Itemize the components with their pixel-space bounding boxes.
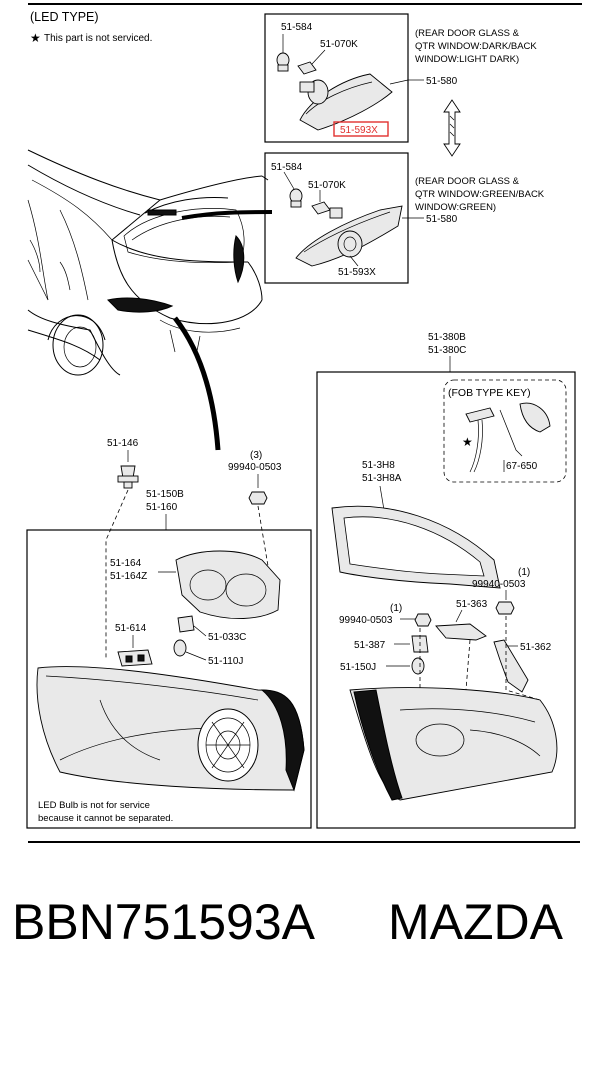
label-99940-0503-right-top: 99940-0503 xyxy=(472,579,526,590)
led-note-line-2: because it cannot be separated. xyxy=(38,813,173,824)
label-51-584-b: 51-584 xyxy=(271,162,303,173)
label-51-363: 51-363 xyxy=(456,599,488,610)
rear-gate-lamp-body xyxy=(349,687,558,801)
nut-qty-right-top: (1) xyxy=(518,567,530,578)
nut-qty-left: (3) xyxy=(250,450,262,461)
clip-icon xyxy=(117,450,139,489)
legend-star-icon: ★ xyxy=(30,31,41,45)
led-lamp-body-a xyxy=(299,73,393,131)
nut-icon-left xyxy=(248,474,268,505)
label-51-146: 51-146 xyxy=(107,438,139,449)
label-51-380b: 51-380B xyxy=(428,332,466,343)
bracket-right-icon xyxy=(493,639,529,693)
nut-icon-right-left xyxy=(400,613,432,627)
socket-icon-left xyxy=(177,615,207,637)
note-green-line-1: (REAR DOOR GLASS & xyxy=(415,176,520,187)
label-51-110j: 51-110J xyxy=(208,656,243,667)
fob-key-box xyxy=(443,379,567,483)
socket-icon-b xyxy=(311,190,331,215)
bulb-icon-a xyxy=(276,34,290,72)
fob-star-icon: ★ xyxy=(462,435,473,449)
leader-to-left-detail xyxy=(173,316,221,451)
label-99940-0503-right-left: 99940-0503 xyxy=(339,615,393,626)
label-51-387: 51-387 xyxy=(354,640,386,651)
label-51-164z: 51-164Z xyxy=(110,571,147,582)
parts-diagram: (LED TYPE) ★ This part is not serviced. xyxy=(26,3,582,843)
label-51-164: 51-164 xyxy=(110,558,142,569)
part-number: BBN751593A xyxy=(12,894,316,950)
led-lamp-detail-box-1 xyxy=(264,13,409,143)
note-green-line-3: WINDOW:GREEN) xyxy=(415,202,496,213)
bracket-icon xyxy=(435,609,487,641)
label-51-070k-a: 51-070K xyxy=(320,39,358,50)
note-dark-line-2: QTR WINDOW:DARK/BACK xyxy=(415,41,537,52)
nut-qty-right-left: (1) xyxy=(390,603,402,614)
socket-icon-right xyxy=(394,635,429,653)
highlighted-lens-box-a xyxy=(333,121,389,137)
label-51-584-a: 51-584 xyxy=(281,22,313,33)
brand-name: MAZDA xyxy=(388,894,563,950)
label-51-580-b: 51-580 xyxy=(426,214,458,225)
lamp-cover-icon xyxy=(175,550,281,619)
label-51-380c: 51-380C xyxy=(428,345,466,356)
label-51-593x-b: 51-593X xyxy=(338,267,376,278)
label-51-033c: 51-033C xyxy=(208,632,246,643)
combination-lamp-body xyxy=(36,666,305,792)
label-51-614: 51-614 xyxy=(115,623,147,634)
led-note-line-1: LED Bulb is not for service xyxy=(38,800,150,811)
label-51-593x-a: 51-593X xyxy=(340,125,378,136)
glass-seal-icon xyxy=(331,505,501,589)
label-67-650: 67-650 xyxy=(506,461,538,472)
fob-switch-icon xyxy=(465,402,551,473)
combination-lamp-box xyxy=(26,529,312,829)
type-title: (LED TYPE) xyxy=(30,10,99,24)
rear-lamp-box xyxy=(316,371,576,829)
label-51-150j: 51-150J xyxy=(340,662,376,673)
label-99940-0503-left: 99940-0503 xyxy=(228,462,282,473)
leader-to-led-lamp xyxy=(181,210,273,220)
label-51-580-a: 51-580 xyxy=(426,76,458,87)
label-51-160: 51-160 xyxy=(146,502,178,513)
label-51-3h8a: 51-3H8A xyxy=(362,473,402,484)
note-green-line-2: QTR WINDOW:GREEN/BACK xyxy=(415,189,545,200)
bulb-icon-right xyxy=(386,657,425,675)
note-dark-line-3: WINDOW:LIGHT DARK) xyxy=(415,54,519,65)
holder-icon xyxy=(117,635,153,667)
fob-title: (FOB TYPE KEY) xyxy=(448,387,531,399)
label-51-362: 51-362 xyxy=(520,642,552,653)
label-51-070k-b: 51-070K xyxy=(308,180,346,191)
label-51-150b: 51-150B xyxy=(146,489,184,500)
legend-text: This part is not serviced. xyxy=(44,33,152,44)
nut-icon-right-top xyxy=(495,590,515,615)
part-caption: BBN751593A MAZDA xyxy=(0,893,600,973)
note-dark-line-1: (REAR DOOR GLASS & xyxy=(415,28,520,39)
car-body-illustration xyxy=(27,149,269,376)
bulb-icon-left xyxy=(173,639,207,661)
bulb-icon-b xyxy=(283,171,303,208)
double-arrow-icon xyxy=(443,99,461,157)
led-lamp-body-b xyxy=(295,205,403,267)
label-51-3h8: 51-3H8 xyxy=(362,460,395,471)
socket-icon-a xyxy=(297,49,326,75)
